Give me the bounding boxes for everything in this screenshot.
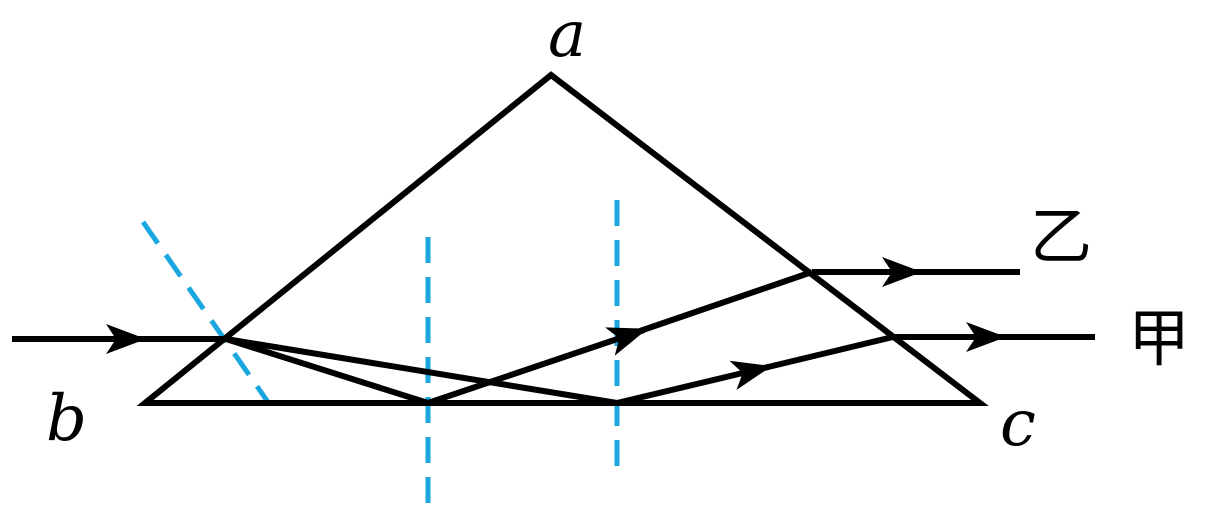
prism-triangle <box>136 71 989 406</box>
vertex-label-c: c <box>1000 387 1036 461</box>
vertex-label-b: b <box>46 382 87 456</box>
reflected-ray-lower <box>763 334 894 371</box>
reflected-ray-lower-arrow <box>616 360 772 406</box>
reflected-ray-upper <box>639 269 813 334</box>
ray-label-lower: 甲 <box>1128 302 1190 375</box>
normal-line-left-face <box>140 220 273 407</box>
vertex-label-a: a <box>548 0 586 72</box>
refracted-ray-to-base-1 <box>225 336 429 406</box>
ray-label-upper: 乙 <box>1030 200 1092 273</box>
light-rays <box>12 257 1095 406</box>
normal-lines <box>140 200 620 515</box>
refracted-ray-to-base-2 <box>225 336 618 406</box>
reflected-ray-upper-arrow <box>427 327 648 406</box>
